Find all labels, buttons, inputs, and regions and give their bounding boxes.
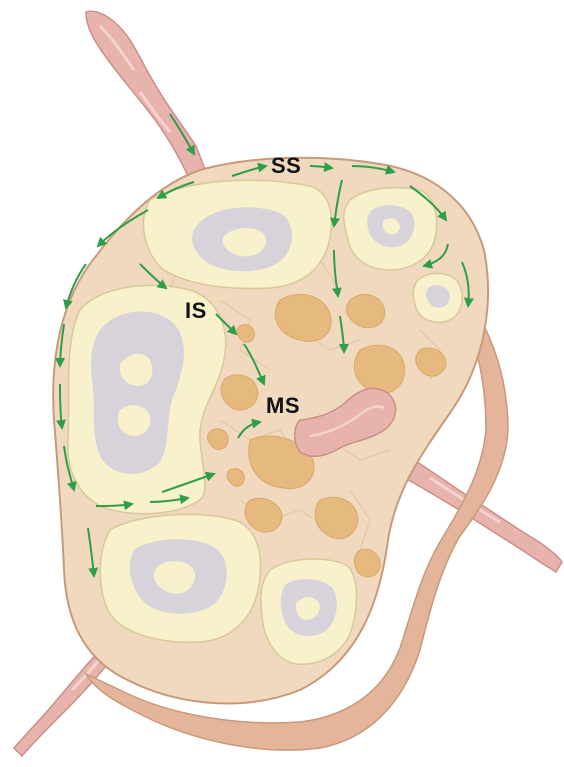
intermediate-sinus-label: IS: [185, 298, 207, 324]
follicle-top-right: [344, 188, 437, 270]
afferent-vessel-top: [86, 11, 206, 176]
follicle-top-left: [143, 180, 331, 288]
medullary-sinus-label: MS: [266, 393, 300, 419]
subcapsular-sinus-label: SS: [271, 153, 301, 179]
follicle-right-small: [413, 273, 462, 322]
follicle-bottom-left: [100, 514, 260, 642]
